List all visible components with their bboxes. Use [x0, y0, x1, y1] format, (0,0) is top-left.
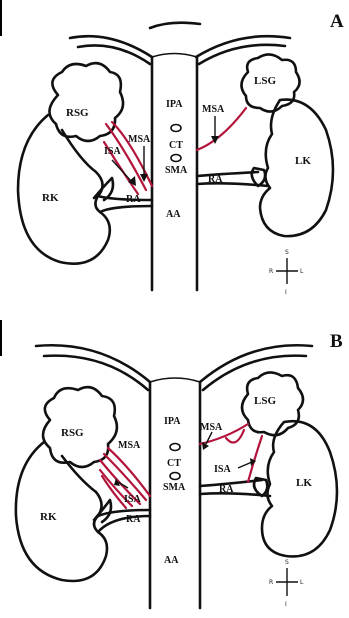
ct-label: CT: [169, 140, 183, 151]
lk-label: LK: [296, 477, 312, 489]
compass-l: L: [300, 579, 304, 586]
isa-right-label: ISA: [124, 494, 141, 505]
msa-right-label: MSA: [128, 134, 151, 145]
orientation-compass: S I R L: [269, 559, 304, 608]
compass-r: R: [269, 268, 273, 275]
panel-a: A RSG LSG RK LK IPA CT SMA AA MSA MSA IS…: [0, 0, 349, 298]
rk-label: RK: [40, 511, 57, 523]
ct-label: CT: [167, 458, 181, 469]
left-kidney: [260, 100, 333, 237]
ipa-label: IPA: [166, 99, 183, 110]
rk-label: RK: [42, 192, 59, 204]
compass-r: R: [269, 579, 273, 586]
isa-right-label: ISA: [104, 146, 121, 157]
isa-left-label: ISA: [214, 464, 231, 475]
ra-right-label: RA: [126, 194, 141, 205]
diagram-b-svg: B RSG LSG RK LK IPA CT SMA AA MSA MSA IS…: [0, 320, 349, 610]
msa-left-label: MSA: [202, 104, 225, 115]
aa-label: AA: [164, 555, 179, 566]
ra-left-label: RA: [219, 484, 234, 495]
right-suprarenal-gland: [49, 63, 123, 141]
ct-ostium: [171, 125, 181, 132]
compass-l: L: [300, 268, 304, 275]
panel-letter: B: [330, 331, 343, 352]
sma-label: SMA: [163, 482, 186, 493]
ra-left-label: RA: [208, 174, 223, 185]
lsg-label: LSG: [254, 75, 276, 87]
ipa-vessels: [36, 345, 312, 390]
sma-ostium: [170, 473, 180, 480]
sma-ostium: [171, 155, 181, 162]
msa-left-label: MSA: [200, 422, 223, 433]
left-renal-pelvis: [197, 172, 258, 176]
panel-divider: [0, 303, 349, 317]
diagram-a-svg: A RSG LSG RK LK IPA CT SMA AA MSA MSA IS…: [0, 0, 349, 298]
panel-letter: A: [330, 11, 344, 32]
ipa-label: IPA: [164, 416, 181, 427]
compass-s: S: [285, 249, 289, 256]
compass-i: I: [285, 601, 287, 608]
lsg-label: LSG: [254, 395, 276, 407]
compass-i: I: [285, 289, 287, 296]
rsg-label: RSG: [66, 107, 89, 119]
rsg-label: RSG: [61, 427, 84, 439]
ra-right-label: RA: [126, 514, 141, 525]
left-inferior-suprarenal-artery: [248, 436, 262, 482]
compass-s: S: [285, 559, 289, 566]
msa-right-label: MSA: [118, 440, 141, 451]
lk-label: LK: [295, 155, 311, 167]
ct-ostium: [170, 444, 180, 451]
panel-b: B RSG LSG RK LK IPA CT SMA AA MSA MSA IS…: [0, 320, 349, 618]
aa-label: AA: [166, 209, 181, 220]
orientation-compass: S I R L: [269, 249, 304, 296]
sma-label: SMA: [165, 165, 188, 176]
aorta: [150, 378, 200, 608]
